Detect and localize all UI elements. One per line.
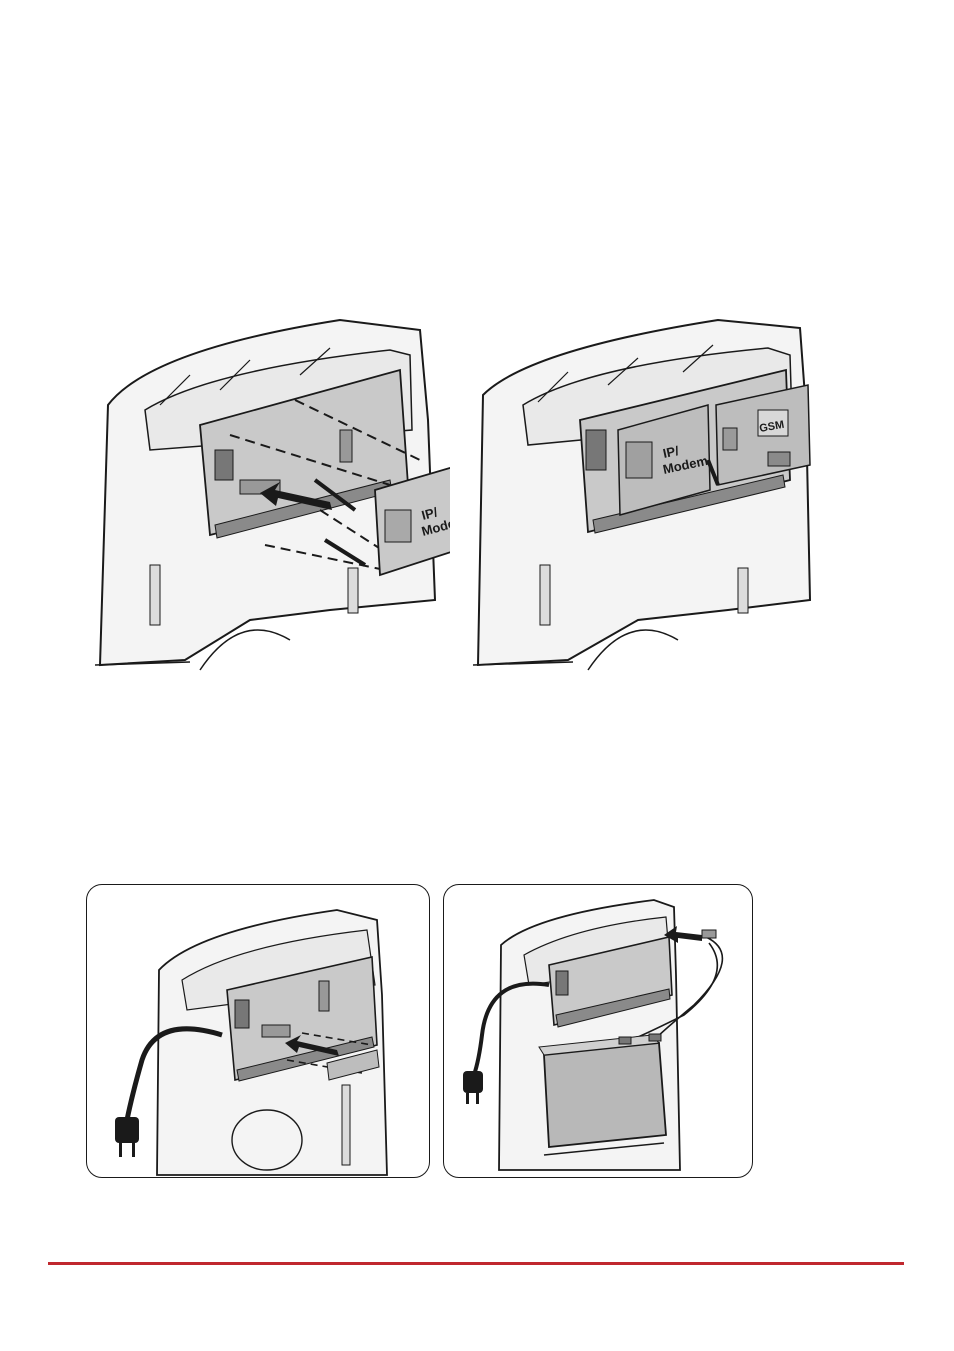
- mains-plug-icon: [463, 1071, 483, 1104]
- ip-modem-label-line1: IP/: [420, 504, 440, 523]
- insert-arrow-icon: [285, 1035, 339, 1056]
- ip-modem-module: [617, 404, 711, 516]
- main-board: [548, 936, 673, 1027]
- battery-terminal-icon: [648, 1033, 662, 1042]
- gsm-label: GSM: [758, 419, 785, 435]
- mains-cable: [472, 981, 550, 1076]
- housing-installed-illustration: IP/ Modem GSM: [472, 318, 812, 671]
- battery: [543, 1042, 667, 1148]
- mains-plug-icon: [115, 1117, 139, 1157]
- antenna-connector-icon: [722, 427, 738, 451]
- connector-icon: [214, 449, 234, 481]
- housing-open-illustration: IP/ Modem: [94, 318, 468, 671]
- insert-arrow-icon: [260, 482, 332, 510]
- figure-ip-modem-gsm-installed: IP/ Modem GSM: [468, 310, 838, 675]
- connector-icon: [585, 429, 607, 471]
- battery-lead-red: [653, 936, 724, 1041]
- mains-cable-illustration: [115, 909, 388, 1176]
- connect-arrow-icon: [664, 926, 702, 943]
- figure-ip-modem-insertion: IP/ Modem: [90, 310, 468, 675]
- battery-illustration: [463, 899, 724, 1171]
- ip-modem-label-line1: IP/: [662, 443, 681, 461]
- mains-cable: [124, 1026, 223, 1121]
- footer-rule: [48, 1262, 904, 1265]
- figure-mains-cable-panel: [86, 884, 430, 1178]
- battery-terminal-icon: [618, 1036, 632, 1045]
- figure-battery-panel: [443, 884, 753, 1178]
